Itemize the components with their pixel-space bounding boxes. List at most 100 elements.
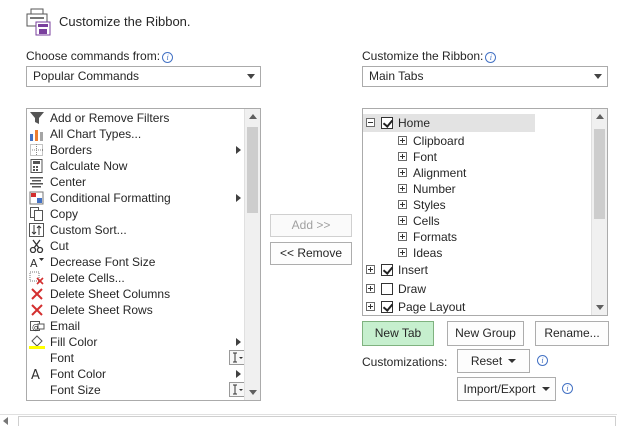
tree-item[interactable]: Font (363, 148, 591, 166)
tree-item[interactable]: Alignment (363, 164, 591, 182)
list-item[interactable]: Center (27, 174, 245, 190)
list-item[interactable]: Font Size (27, 382, 245, 398)
scroll-thumb[interactable] (247, 127, 258, 213)
scroll-track[interactable] (18, 416, 616, 426)
expand-icon[interactable] (366, 284, 375, 293)
tree-item-label: Draw (398, 282, 427, 296)
sort-icon (29, 223, 45, 237)
calculator-icon (29, 159, 45, 173)
expand-icon[interactable] (398, 248, 407, 257)
tree-item[interactable]: Draw (363, 280, 591, 298)
expand-icon[interactable] (398, 136, 407, 145)
list-item-label: Calculate Now (50, 159, 128, 173)
list-item[interactable]: Calculate Now (27, 158, 245, 174)
expand-icon[interactable] (398, 200, 407, 209)
new-tab-button[interactable]: New Tab (362, 321, 434, 346)
tree-item[interactable]: Insert (363, 261, 591, 279)
new-group-button[interactable]: New Group (447, 321, 524, 346)
customize-ribbon-label-text: Customize the Ribbon: (362, 49, 484, 63)
tree-item[interactable]: Home (363, 114, 535, 132)
filter-icon (29, 111, 45, 125)
chevron-down-icon (247, 74, 255, 79)
scroll-up-icon[interactable] (249, 114, 257, 119)
list-item[interactable]: Delete Sheet Columns (27, 286, 245, 302)
info-icon[interactable]: i (485, 52, 497, 63)
commands-list-scrollbar[interactable] (244, 109, 260, 400)
tree-item[interactable]: Ideas (363, 244, 591, 262)
scroll-down-icon[interactable] (249, 390, 257, 395)
tree-item[interactable]: Cells (363, 212, 591, 230)
list-item[interactable]: Add or Remove Filters (27, 110, 245, 126)
submenu-arrow-icon (236, 194, 241, 202)
info-icon[interactable]: i (162, 52, 174, 63)
list-item[interactable]: Delete Sheet Rows (27, 302, 245, 318)
expand-icon[interactable] (366, 302, 375, 311)
list-item-label: All Chart Types... (50, 127, 142, 141)
scissors-icon (29, 239, 45, 254)
tree-item[interactable]: Number (363, 180, 591, 198)
chevron-down-icon (508, 359, 517, 363)
tab-checkbox[interactable] (381, 301, 393, 313)
list-item[interactable]: Borders (27, 142, 245, 158)
list-item[interactable]: Copy (27, 206, 245, 222)
add-button[interactable]: Add >> (270, 214, 352, 237)
scroll-up-icon[interactable] (596, 114, 604, 119)
expand-icon[interactable] (366, 265, 375, 274)
ribbon-tree-scrollbar[interactable] (591, 109, 607, 315)
submenu-arrow-icon (236, 370, 241, 378)
import-export-button-label: Import/Export (463, 382, 536, 396)
import-export-button[interactable]: Import/Export (457, 377, 556, 401)
customize-ribbon-dropdown-value: Main Tabs (369, 69, 424, 83)
list-item[interactable]: Fill Color (27, 334, 245, 350)
scroll-down-icon[interactable] (596, 305, 604, 310)
choose-commands-dropdown[interactable]: Popular Commands (26, 66, 261, 87)
customize-ribbon-dropdown[interactable]: Main Tabs (362, 66, 608, 87)
tree-item-label: Styles (413, 198, 446, 212)
customize-ribbon-icon (26, 8, 52, 36)
reset-button[interactable]: Reset (457, 349, 530, 373)
rename-button[interactable]: Rename... (535, 321, 609, 346)
tree-item[interactable]: Styles (363, 196, 591, 214)
borders-icon (29, 143, 45, 157)
expand-icon[interactable] (398, 168, 407, 177)
tree-item[interactable]: Page Layout (363, 298, 591, 315)
tab-checkbox[interactable] (381, 117, 393, 129)
tree-item-label: Clipboard (413, 134, 465, 148)
list-item[interactable]: All Chart Types... (27, 126, 245, 142)
list-item[interactable]: Custom Sort... (27, 222, 245, 238)
expand-icon[interactable] (398, 184, 407, 193)
info-icon[interactable]: i (537, 355, 548, 366)
expand-icon[interactable] (398, 152, 407, 161)
list-item[interactable]: Font (27, 350, 245, 366)
customize-ribbon-label: Customize the Ribbon:i (362, 49, 497, 63)
collapse-icon[interactable] (366, 118, 375, 127)
remove-button[interactable]: << Remove (270, 242, 352, 265)
expand-icon[interactable] (398, 232, 407, 241)
tree-item[interactable]: Formats (363, 228, 591, 246)
choose-commands-dropdown-value: Popular Commands (33, 69, 140, 83)
info-icon[interactable]: i (562, 383, 573, 394)
list-item[interactable]: Conditional Formatting (27, 190, 245, 206)
scroll-left-icon[interactable] (3, 417, 8, 425)
tab-checkbox[interactable] (381, 264, 393, 276)
horizontal-scrollbar[interactable] (0, 414, 617, 426)
tree-item-label: Page Layout (398, 300, 466, 314)
list-item-label: Decrease Font Size (50, 255, 156, 269)
expand-icon[interactable] (398, 216, 407, 225)
scroll-thumb[interactable] (594, 129, 605, 219)
align-center-icon (29, 175, 45, 189)
tab-checkbox[interactable] (381, 283, 393, 295)
list-item[interactable]: Cut (27, 238, 245, 254)
list-item-label: Font Size (50, 383, 101, 397)
tree-item[interactable]: Clipboard (363, 132, 591, 150)
list-item[interactable]: A Decrease Font Size (27, 254, 245, 270)
tree-item-label: Home (398, 116, 431, 130)
list-item-label: Conditional Formatting (50, 191, 171, 205)
list-item[interactable]: @Email (27, 318, 245, 334)
svg-text:A: A (30, 257, 38, 269)
reset-button-label: Reset (470, 354, 503, 368)
list-item[interactable]: Delete Cells... (27, 270, 245, 286)
